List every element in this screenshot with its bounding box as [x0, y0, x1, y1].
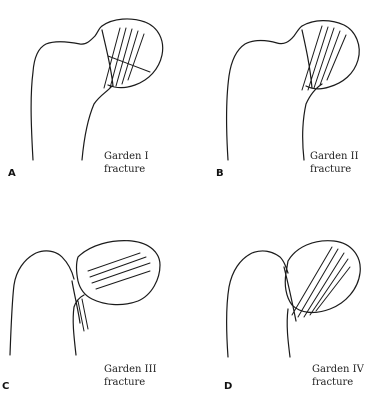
panel-b-caption: Garden II fracture	[310, 150, 359, 176]
panel-b-caption-line1: Garden II	[310, 150, 359, 163]
panel-c-caption-line2: fracture	[104, 376, 157, 389]
fracture-line	[302, 30, 312, 88]
femur-neck-lower	[82, 86, 112, 160]
panel-c-drawing	[0, 197, 188, 394]
panel-b-caption-line2: fracture	[310, 163, 359, 176]
panel-a: A Garden I fracture	[0, 0, 188, 197]
panel-a-caption-line1: Garden I	[104, 150, 149, 163]
femur-outline	[227, 26, 302, 160]
panel-a-letter: A	[8, 168, 16, 179]
panel-b-letter: B	[216, 168, 224, 179]
trabecular-lines	[78, 253, 150, 331]
femur-neck-lower	[303, 84, 322, 160]
panel-d-letter: D	[224, 381, 232, 392]
panel-c-caption-line1: Garden III	[104, 363, 157, 376]
fracture-line	[284, 267, 296, 321]
trabecular-lines	[302, 26, 346, 90]
femoral-head	[77, 241, 161, 305]
femur-outline	[227, 251, 288, 357]
panel-d-caption-line1: Garden IV	[312, 363, 364, 376]
panel-d-caption: Garden IV fracture	[312, 363, 364, 389]
panel-c-caption: Garden III fracture	[104, 363, 157, 389]
trabecular-lines	[292, 247, 350, 317]
fracture-line	[102, 30, 113, 86]
femur-outline	[31, 26, 102, 160]
panel-c-letter: C	[2, 381, 9, 392]
trabecular-lines	[104, 28, 150, 88]
panel-d: D Garden IV fracture	[188, 197, 376, 394]
panel-c: C Garden III fracture	[0, 197, 188, 394]
panel-d-caption-line2: fracture	[312, 376, 364, 389]
panel-b: B Garden II fracture	[188, 0, 376, 197]
panel-a-caption-line2: fracture	[104, 163, 149, 176]
femur-outline	[10, 251, 74, 355]
femur-neck-lower	[287, 309, 290, 357]
panel-a-caption: Garden I fracture	[104, 150, 149, 176]
panel-a-drawing	[0, 0, 188, 197]
